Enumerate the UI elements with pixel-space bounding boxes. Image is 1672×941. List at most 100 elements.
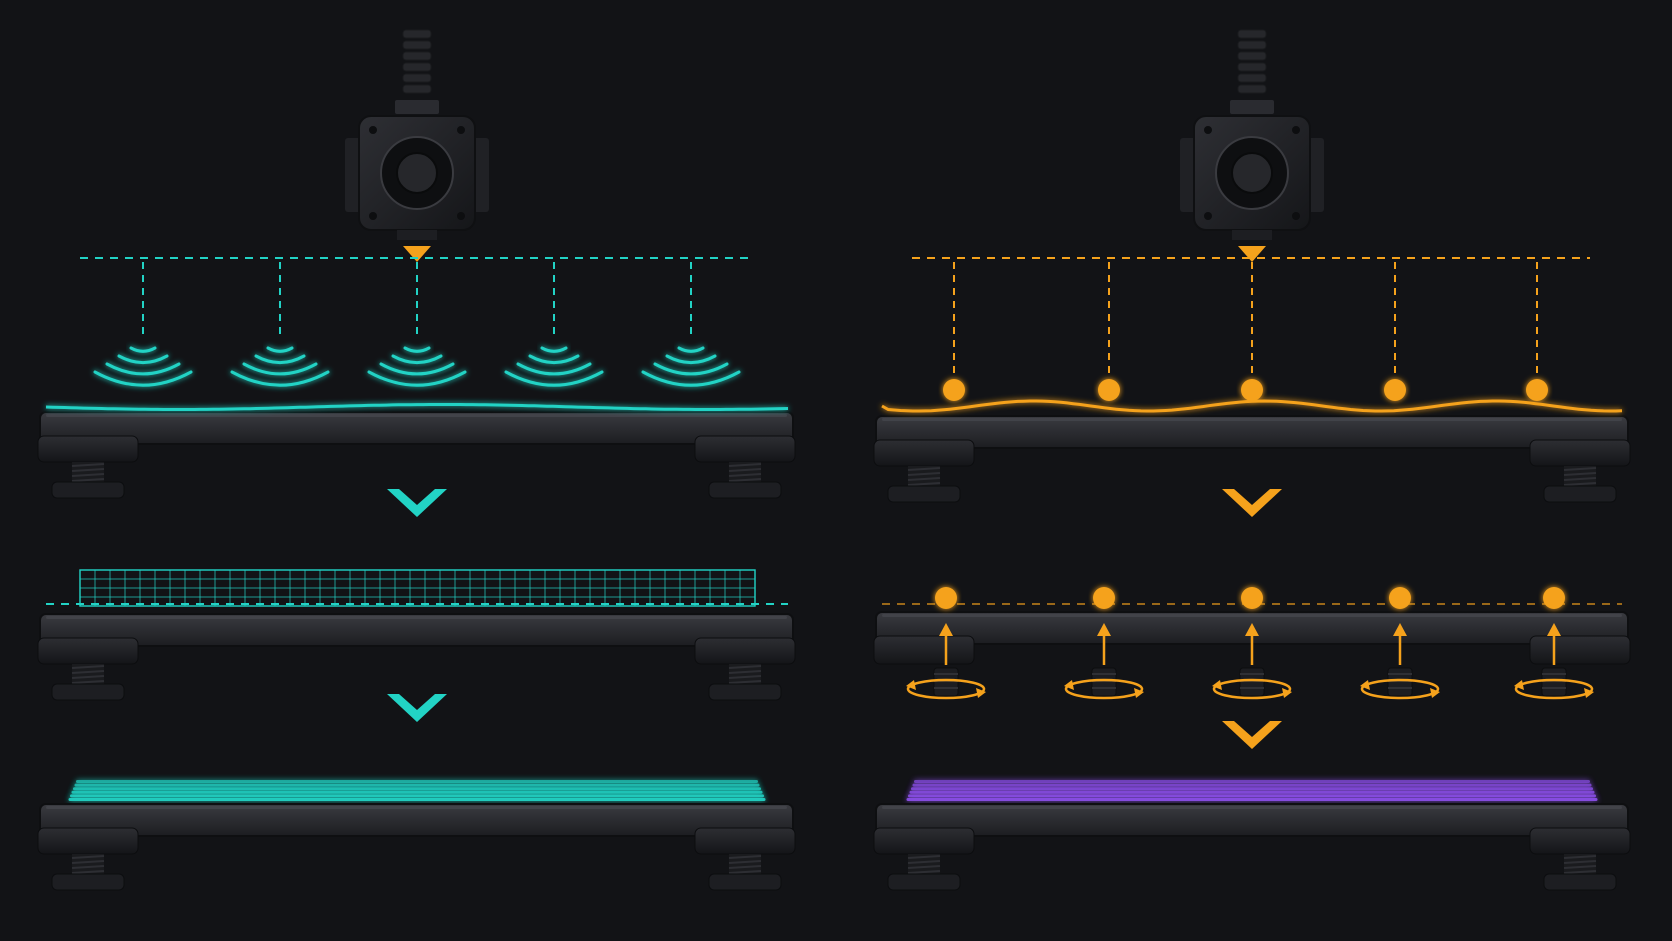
proximity-wave-icon <box>504 262 604 387</box>
screw-thread <box>728 670 762 674</box>
probe-dot-icon <box>1241 262 1263 401</box>
sensor-wave <box>540 346 568 353</box>
bed-foot <box>873 827 975 891</box>
screw-thread <box>71 665 105 669</box>
probe-dot <box>935 587 957 609</box>
cable-segment <box>1237 84 1267 94</box>
rotate-arrows-icon <box>1064 678 1144 700</box>
rotate-arrowhead <box>976 688 986 698</box>
probe-dot-icon <box>1526 262 1548 401</box>
screw-thread <box>1563 467 1597 471</box>
measured-surface <box>881 399 1623 413</box>
screw-thread <box>728 665 762 669</box>
screw-hole <box>457 126 465 134</box>
head-side-left <box>345 138 361 212</box>
bed-foot <box>37 435 139 499</box>
rotate-arrowhead <box>1360 680 1370 690</box>
rotate-arrowhead <box>1514 680 1524 690</box>
print-layer <box>74 783 760 787</box>
screw-thread <box>71 865 105 869</box>
cable-segment <box>1237 40 1267 50</box>
sensor-wave <box>367 370 467 387</box>
sensor-wave <box>665 354 717 365</box>
screw-thread <box>71 855 105 859</box>
head-mount <box>395 100 439 114</box>
sensor-wave <box>129 346 157 353</box>
screw-thread <box>71 860 105 864</box>
print-layer <box>76 780 758 783</box>
screw-thread <box>728 680 762 684</box>
sensor-wave <box>504 370 604 387</box>
cable-segment <box>1237 73 1267 83</box>
print-layer <box>906 798 1598 801</box>
screw-thread <box>728 675 762 679</box>
screw-thread <box>71 468 105 472</box>
foot-clamp <box>694 637 796 665</box>
bed-foot <box>694 827 796 891</box>
screw-thread <box>1563 860 1597 864</box>
sensor-wave <box>93 370 193 387</box>
screw-thread <box>1563 472 1597 476</box>
sensor-wave <box>242 362 318 376</box>
print-bed <box>873 415 1631 503</box>
rotate-arrows-icon <box>1212 678 1292 700</box>
screw-thread <box>728 463 762 467</box>
rotate-arrowhead <box>1212 680 1222 690</box>
screw-thread <box>728 855 762 859</box>
cable-segment <box>1237 62 1267 72</box>
print-bed <box>873 803 1631 891</box>
cable-segment <box>1237 29 1267 39</box>
bed-plate <box>39 613 794 647</box>
leveling-knob-icon <box>1212 587 1292 700</box>
print-layer <box>912 783 1592 787</box>
foot-knob <box>51 683 125 701</box>
sensor-wave <box>403 346 431 353</box>
extruder-motor-icon <box>345 29 489 262</box>
bed-highlight <box>882 418 1622 421</box>
screw-thread <box>907 467 941 471</box>
print-layer <box>70 794 764 798</box>
foot-clamp <box>1529 439 1631 467</box>
foot-knob <box>1543 485 1617 503</box>
rotate-arrows-icon <box>1360 678 1440 700</box>
print-bed <box>37 613 796 701</box>
leveling-knob-icon <box>906 587 986 700</box>
screw-thread <box>907 870 941 874</box>
printed-layers <box>68 780 766 801</box>
bed-foot <box>694 637 796 701</box>
sensor-wave <box>641 370 741 387</box>
probe-dot-icon <box>1098 262 1120 401</box>
bed-highlight <box>46 806 787 809</box>
bed-foot <box>873 439 975 503</box>
probe-dot <box>1098 379 1120 401</box>
screw-thread <box>907 860 941 864</box>
screw-thread <box>71 675 105 679</box>
adjust-arrow-head <box>1245 623 1259 636</box>
foot-clamp <box>694 435 796 463</box>
bed-foot <box>694 435 796 499</box>
screw-thread <box>71 680 105 684</box>
cable-segment <box>402 29 432 39</box>
sensor-wave <box>677 346 705 353</box>
leveling-knob-icon <box>1514 587 1594 700</box>
probe-dot <box>943 379 965 401</box>
screw-thread <box>1563 855 1597 859</box>
bed-foot <box>37 637 139 701</box>
foot-clamp <box>1529 827 1631 855</box>
sensor-wave <box>105 362 181 376</box>
foot-knob <box>708 481 782 499</box>
probe-dot-icon <box>943 262 965 401</box>
chevron-down-icon <box>387 489 447 517</box>
foot-knob <box>708 873 782 891</box>
screw-thread <box>71 670 105 674</box>
panel-automatic-leveling <box>37 29 796 891</box>
print-bed <box>37 803 796 891</box>
head-side-right <box>1308 138 1324 212</box>
printed-layers <box>906 780 1598 801</box>
probe-dot <box>1543 587 1565 609</box>
screw-thread <box>71 463 105 467</box>
rotate-arrowhead <box>1064 680 1074 690</box>
bed-plate <box>39 803 794 837</box>
screw-thread <box>907 482 941 486</box>
foot-knob <box>51 481 125 499</box>
